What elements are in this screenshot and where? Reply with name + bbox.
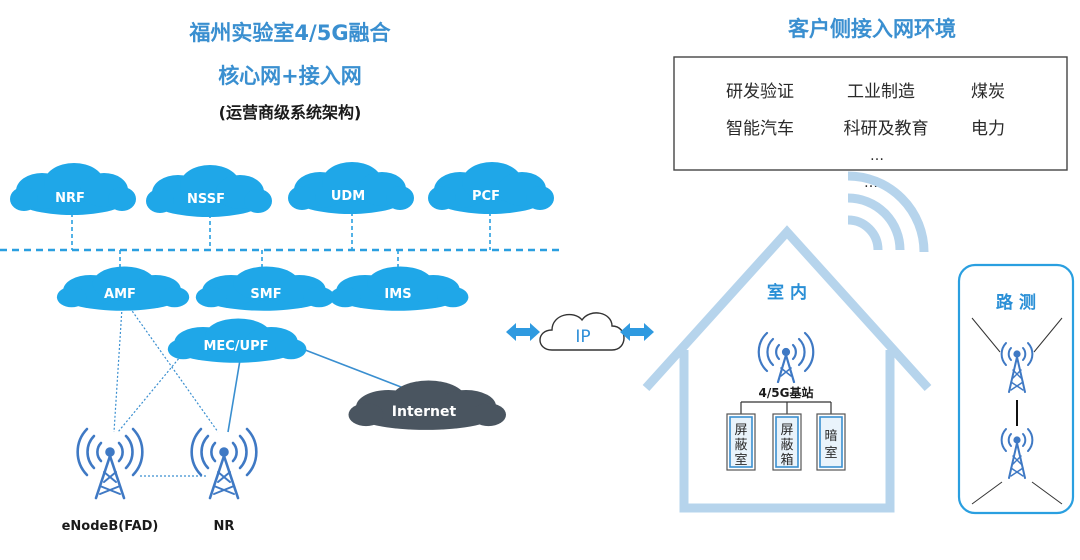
cloud-nssf: NSSF (146, 165, 272, 217)
room-char: 箱 (780, 452, 793, 468)
right-double-arrow-icon (620, 323, 654, 341)
room-connectors (740, 401, 832, 414)
cloud-label: UDM (331, 189, 365, 204)
nr-label: NR (214, 519, 235, 534)
room-char: 暗 (824, 429, 837, 444)
left-title-line1: 福州实验室4/5G融合 (188, 21, 391, 45)
nr-tower-icon (190, 427, 258, 500)
industries-ellipsis: … (870, 148, 884, 164)
road-tower-icon (1000, 428, 1034, 479)
cloud-label: PCF (472, 189, 500, 204)
ip-label: IP (575, 327, 590, 347)
left-double-arrow-icon (506, 323, 540, 341)
shielded-room: 屏 蔽 室 (726, 413, 756, 471)
industry-item: 研发验证 (726, 82, 794, 102)
cloud-label: IMS (384, 287, 411, 302)
shielded-box: 屏 蔽 箱 (772, 413, 802, 471)
cloud-label: AMF (104, 287, 136, 302)
room-char: 蔽 (780, 438, 793, 453)
road-lines (971, 317, 1063, 505)
room-char: 屏 (734, 423, 747, 438)
cloud-label: NSSF (187, 192, 225, 207)
amf-enodeb-link (113, 307, 123, 433)
enodeb-tower-icon (76, 427, 144, 500)
enodeb-label: eNodeB(FAD) (62, 519, 159, 534)
industry-item: 煤炭 (971, 82, 1005, 102)
cloud-nrf: NRF (10, 163, 136, 215)
road-test-box (957, 263, 1075, 515)
room-char: 蔽 (734, 438, 747, 453)
cloud-pcf: PCF (428, 162, 554, 214)
room-char: 屏 (780, 423, 793, 438)
ip-cloud: IP (539, 312, 625, 351)
cloud-amf: AMF (56, 266, 190, 311)
road-tower-icon (1000, 342, 1034, 393)
road-test-label: 路 测 (996, 292, 1036, 313)
industries-box (673, 56, 1068, 171)
indoor-house (642, 225, 932, 513)
mec-enodeb-link (117, 327, 205, 433)
cloud-label: Internet (392, 404, 457, 420)
station-label: 4/5G基站 (759, 385, 814, 400)
room-char: 室 (824, 445, 837, 461)
industry-item: 工业制造 (847, 82, 915, 102)
mec-internet-link (299, 347, 415, 393)
amf-nr-link (129, 307, 219, 433)
industry-item: 电力 (971, 119, 1005, 139)
right-title: 客户侧接入网环境 (788, 17, 956, 41)
cloud-mec-upf: MEC/UPF (167, 318, 307, 363)
left-title-line2: 核心网+接入网 (218, 64, 362, 88)
left-title-line3: (运营商级系统架构) (219, 103, 362, 122)
cloud-ims: IMS (329, 266, 469, 311)
mec-nr-link (227, 359, 241, 433)
room-char: 室 (734, 452, 747, 468)
cloud-label: SMF (250, 287, 281, 302)
cloud-label: NRF (55, 191, 85, 206)
base-station-tower-icon (757, 331, 815, 384)
cloud-internet: Internet (348, 380, 506, 430)
cloud-label: MEC/UPF (203, 339, 268, 354)
signal-waves-icon (847, 171, 929, 253)
industry-item: 智能汽车 (726, 119, 794, 139)
industry-item: 科研及教育 (844, 119, 929, 139)
cloud-udm: UDM (288, 162, 414, 214)
dark-room: 暗 室 (816, 413, 846, 471)
indoor-label: 室 内 (767, 282, 807, 303)
cloud-smf: SMF (195, 266, 335, 311)
